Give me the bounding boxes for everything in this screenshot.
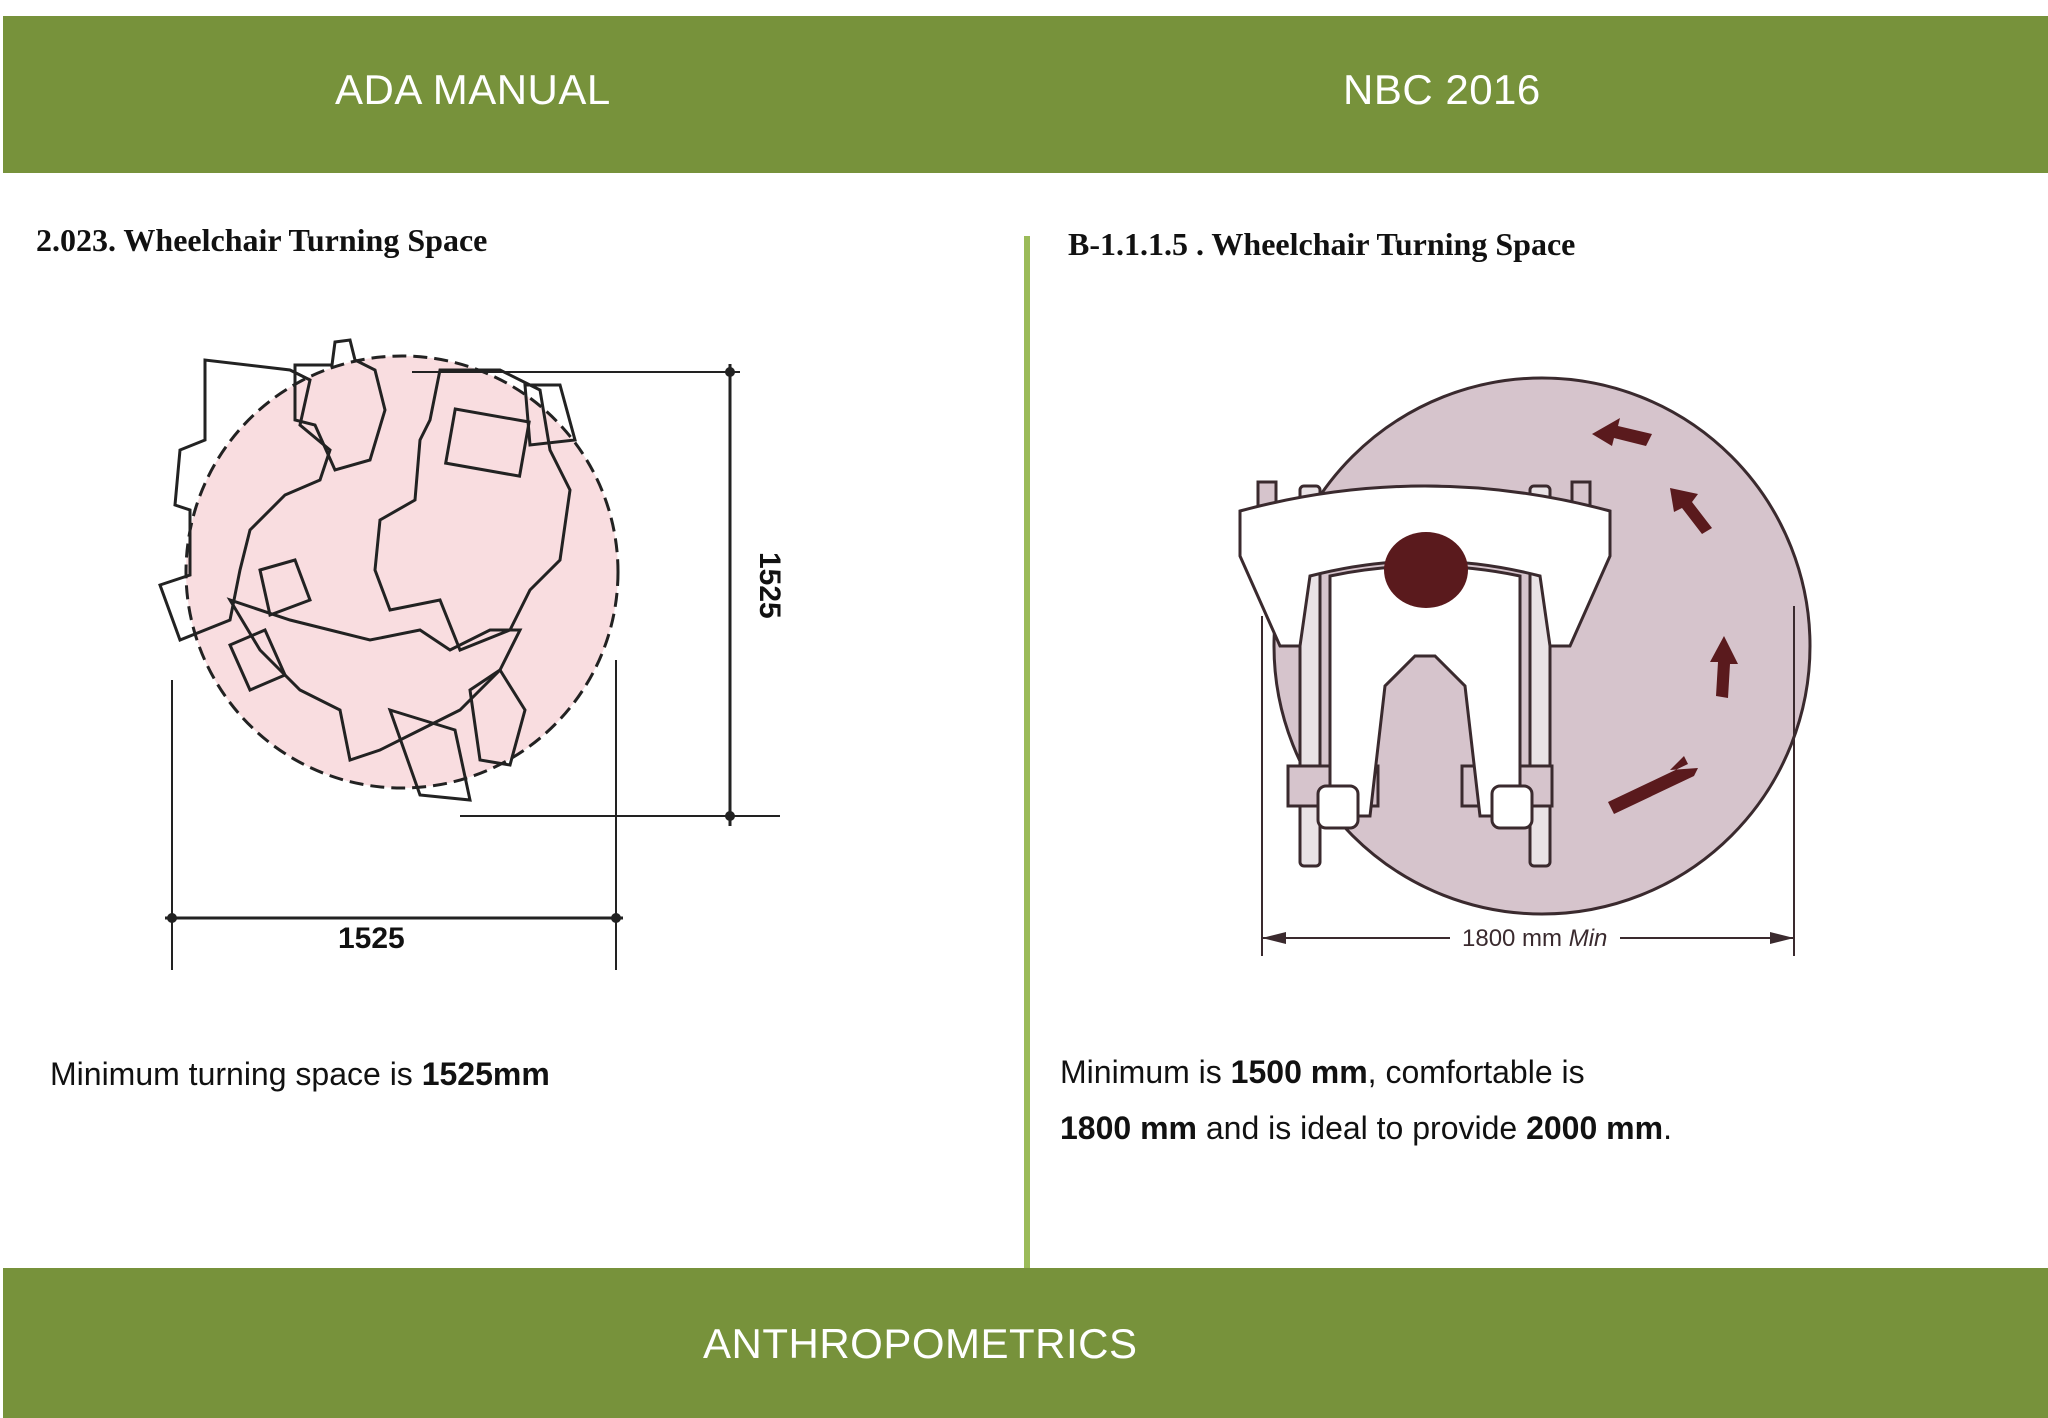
wheelchair-figure <box>1238 480 1612 868</box>
left-header-title: ADA MANUAL <box>335 66 611 113</box>
footer-band: ANTHROPOMETRICS <box>3 1268 2048 1418</box>
left-caption-value: 1525mm <box>421 1056 550 1092</box>
turning-circle <box>184 354 620 790</box>
nbc-dimension-label: 1800 mm Min <box>1462 925 1607 952</box>
left-caption: Minimum turning space is 1525mm <box>50 1046 550 1102</box>
left-section-title: 2.023. Wheelchair Turning Space <box>36 222 488 258</box>
right-header-title: NBC 2016 <box>1343 66 1541 113</box>
right-section-title: B-1.1.1.5 . Wheelchair Turning Space <box>1068 226 1576 262</box>
nbc-turning-space-figure: 1800 mm Min <box>1200 346 1890 976</box>
arrow-icon <box>1710 636 1738 698</box>
arrow-icon <box>1608 756 1698 814</box>
footer-title: ANTHROPOMETRICS <box>703 1320 1138 1367</box>
caption-value-ideal: 2000 mm <box>1526 1110 1664 1146</box>
column-divider <box>1024 236 1030 1268</box>
right-caption: Minimum is 1500 mm, comfortable is 1800 … <box>1060 1054 1672 1146</box>
left-caption-text: Minimum turning space is <box>50 1056 422 1092</box>
rotation-arrows <box>1592 418 1738 814</box>
head <box>1384 532 1468 608</box>
caption-value-comfortable: 1800 mm <box>1060 1110 1197 1146</box>
ada-vertical-dimension: 1525 <box>753 552 786 619</box>
header-band: ADA MANUAL NBC 2016 <box>3 16 2048 173</box>
ada-horizontal-dimension: 1525 <box>338 922 405 955</box>
arrow-icon <box>1670 488 1712 534</box>
ada-turning-space-figure: 1525 1525 <box>120 330 820 990</box>
caption-value-minimum: 1500 mm <box>1230 1054 1368 1090</box>
arrow-icon <box>1592 418 1652 446</box>
wheelchair-outlines <box>158 338 577 802</box>
